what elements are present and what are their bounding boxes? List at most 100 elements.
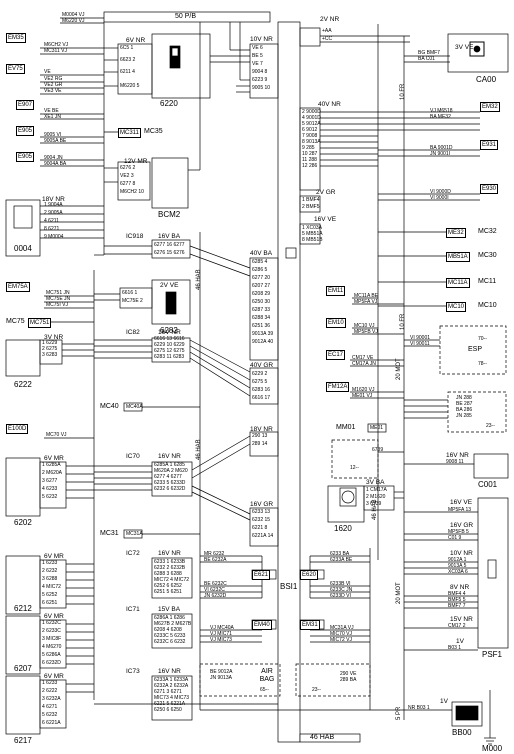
- e621-wire-3: BE 6232C: [204, 581, 227, 587]
- bsi-18v-row-2: 289 14: [252, 441, 268, 447]
- bsi-right-40v-row-4: 6 9012: [302, 127, 318, 133]
- psf-10v-row-1: 9012A 1: [448, 557, 467, 563]
- ic71-row-2: M627B 2 M627B: [154, 621, 192, 627]
- ic918-row-2: 6276 15 6276: [154, 250, 185, 256]
- c23b-label: 23--: [312, 687, 321, 693]
- ic82-row-3: 6275 12 6275: [154, 348, 185, 354]
- psf-15v-row-1: CM17 2: [448, 623, 466, 629]
- c001-conn: 16V NR: [446, 452, 469, 459]
- c6222-wire-1: 1 6229: [42, 340, 58, 346]
- c1620-row-3: 3 6739: [366, 501, 382, 507]
- fm35-wire-1: M0004 VJ: [62, 12, 85, 18]
- ic70-row-5: 6232 6 6232D: [154, 486, 186, 492]
- mc35-tag: MC311: [118, 128, 141, 138]
- bsi-right-2v-gr-row-1: 1 BMF4: [302, 197, 320, 203]
- ic71-row-4: 6233C 5 6233: [154, 633, 186, 639]
- bsi-right-40v-row-6: 8 9013A: [302, 139, 321, 145]
- ic71-row-3: 6208 4 6208: [154, 627, 182, 633]
- ca00-wire-1: BG BMF7: [418, 50, 440, 56]
- e930-wire-2: VI 9000I: [430, 195, 449, 201]
- bsi-40v-row-10: 9013A 39: [252, 331, 274, 337]
- e907-tag: E907: [16, 100, 35, 110]
- mc32-tag: ME32: [446, 228, 466, 238]
- c0004-wire-2: 2 9005A: [44, 210, 63, 216]
- c23-wire-3: BA 286: [456, 407, 473, 413]
- c6207-wire-6: 6 6232D: [42, 660, 61, 666]
- fm35-wire-2: M6220 VJ: [62, 18, 85, 24]
- fm35-tag: EM35: [6, 33, 26, 43]
- ic70-conn: 16V NR: [158, 453, 181, 460]
- ca00-conn: 3V VE: [455, 44, 474, 51]
- mc32-label: MC32: [478, 228, 497, 235]
- ec17-wire-2: CM17A JN: [352, 361, 376, 367]
- em40-tag: EM40: [252, 620, 272, 630]
- esp-num-1: 70--: [478, 336, 487, 342]
- ic71-row-5: 6232C 6 6232: [154, 639, 186, 645]
- bsi-right-40v-row-2: 4 9001D: [302, 115, 321, 121]
- c1620-conn: 3V BA: [366, 479, 385, 486]
- bsi-right-2v-gr-row-2: 2 BMF5: [302, 204, 320, 210]
- c6222-code: 6222: [14, 380, 32, 389]
- esp-wire-1: VI 90001: [410, 335, 431, 341]
- c23b-wire-2: 289 BA: [340, 677, 357, 683]
- bsi-10v-row-3: VE 7: [252, 61, 263, 67]
- bsi-16v-gr-row-4: 6221A 14: [252, 533, 274, 539]
- c0004-wire-1: 1 9004A: [44, 202, 63, 208]
- e620-wire-3: 6233B VI: [330, 581, 351, 587]
- bsi-40v-gr-row-1: 6229 2: [252, 371, 268, 377]
- psf-8v-row-2: BMF5 5: [448, 597, 466, 603]
- ic918-row-1: 6277 16 6277: [154, 242, 185, 248]
- mc31-label: MC31: [100, 530, 119, 537]
- c0004-wire-4: 8 6271: [44, 226, 60, 232]
- e620-wire-1: 6233 BA: [330, 551, 350, 557]
- c23b-wire-1: 290 VE: [340, 671, 357, 677]
- bsi-right-40v-row-8: 10 287: [302, 151, 318, 157]
- e620-wire-2: 6233A BE: [330, 557, 353, 563]
- psf-16v-ve-conn: 16V VE: [450, 499, 473, 506]
- c6207-conn: 6V MR: [44, 613, 64, 620]
- ev75-wire-3: VE2 GR: [44, 82, 63, 88]
- psf-8v-conn: 8V NR: [450, 584, 470, 591]
- em32-wire-2: BA ME32: [430, 114, 451, 120]
- e100d-wire-1: MC70 VJ: [46, 432, 67, 438]
- bsi-10v-row-2: BE 5: [252, 53, 263, 59]
- c6217-wire-5: 5 6232: [42, 712, 58, 718]
- c6222-wire-2: 2 6275: [42, 346, 58, 352]
- c0004-conn: 18V NR: [42, 196, 65, 203]
- c6217-conn: 6V MR: [44, 673, 64, 680]
- c6212-wire-4: 4 MIC72: [42, 584, 61, 590]
- ic73-row-1: 6233A 1 6233A: [154, 677, 189, 683]
- bb00-conn: 1V: [440, 698, 448, 705]
- hab-label-1: 46 HAB: [196, 269, 202, 290]
- c6220-code: 6220: [160, 99, 178, 108]
- bsi-40v-row-6: 6250 30: [252, 299, 271, 305]
- c12-label: 12--: [350, 465, 359, 471]
- ec17-tag: EC17: [326, 350, 346, 360]
- psf-15v-conn: 15V NR: [450, 616, 473, 623]
- c6217-wire-3: 3 6232A: [42, 696, 61, 702]
- em75a-tag: EM75A: [6, 282, 30, 292]
- c6212-wire-2: 2 6232: [42, 568, 58, 574]
- c23-label: 23--: [486, 423, 495, 429]
- ev75-wire-4: VE3 VE: [44, 88, 62, 94]
- mc10-label: MC10: [478, 302, 497, 309]
- c6207-wire-1: 1 6232C: [42, 620, 61, 626]
- fm12a-tag: FM12A: [326, 382, 350, 392]
- c6222-wire-3: 3 6283: [42, 352, 58, 358]
- ic72-row-5: 6252 6 6252: [154, 583, 182, 589]
- ic72-row-6: 6251 5 6251: [154, 589, 182, 595]
- c6207-wire-4: 4 M6270: [42, 644, 62, 650]
- ic82-row-4: 6283 11 6283: [154, 354, 185, 360]
- ic71-row-1: 6286A 1 6286: [154, 615, 185, 621]
- e905a-wire-1: 9005 VI: [44, 132, 62, 138]
- bsi-10v-row-4: 9004 8: [252, 69, 268, 75]
- bcm2-pin-3: 6277 8: [120, 181, 136, 187]
- c6207-wire-2: 2 6233C: [42, 628, 61, 634]
- ev75-wire-1: VE: [44, 69, 51, 75]
- ic72-header: IC72: [126, 550, 140, 557]
- mc11-label: MC11: [478, 278, 497, 285]
- ic70-row-2: M620A 2 M620: [154, 468, 188, 474]
- em31-wire-2: MIC70 VJ: [330, 631, 352, 637]
- ic82-row-1: 6616 13 6616: [154, 336, 185, 342]
- bsi-40v-gr-row-3: 6283 16: [252, 387, 271, 393]
